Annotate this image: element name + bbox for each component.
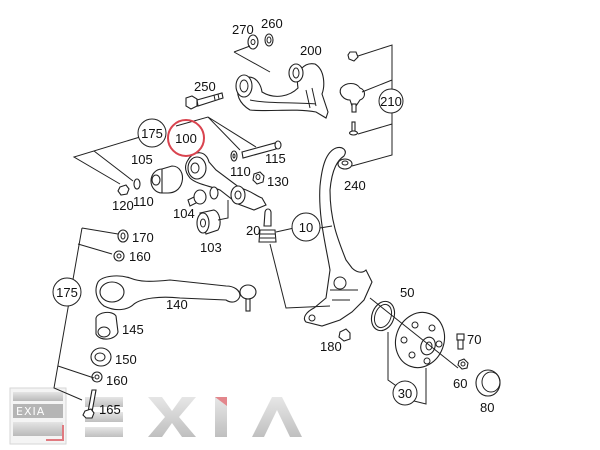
label-20: 20 [246,223,260,238]
label-110-upper: 110 [230,164,251,179]
part-140-control-arm[interactable] [95,275,257,312]
watermark-badge: EXIA [9,387,67,445]
part-165-bolt[interactable] [82,389,97,419]
part-210-ball-joint[interactable] [339,82,366,113]
part-270-washer[interactable] [247,34,259,50]
label-170: 170 [132,230,154,245]
label-180: 180 [320,339,342,354]
part-30-wheel-hub[interactable] [388,305,452,374]
callout-10[interactable]: 10 [291,212,321,242]
callout-175-lower-label: 175 [56,285,78,300]
label-165: 165 [99,402,121,417]
part-80-cap[interactable] [475,369,501,397]
label-115: 115 [265,151,286,166]
watermark-logo [85,397,302,437]
part-160-washer-lower[interactable] [91,371,103,383]
part-180-nut[interactable] [338,328,351,342]
part-20-ball-joint[interactable] [258,208,277,243]
label-200: 200 [300,43,322,58]
part-250-bolt[interactable] [185,92,224,110]
part-50-seal[interactable] [368,298,399,334]
part-210-nut[interactable] [347,51,359,62]
label-105: 105 [131,152,153,167]
label-140: 140 [166,297,188,312]
part-105-bushing[interactable] [150,165,184,194]
label-160-lower: 160 [106,373,128,388]
part-170-bushing[interactable] [117,229,129,243]
label-120: 120 [112,198,134,213]
part-110-washer-upper[interactable] [230,150,238,162]
label-270: 270 [232,22,254,37]
part-210-bolt[interactable] [348,121,359,136]
part-120-nut[interactable] [117,184,130,196]
watermark: EXIA [9,387,302,445]
label-130: 130 [267,174,289,189]
part-100-lower-arm[interactable] [185,152,267,211]
label-104: 104 [173,206,195,221]
part-260-bushing[interactable] [264,33,274,47]
part-240-nut[interactable] [337,158,353,170]
callout-210-label: 210 [380,94,402,109]
watermark-badge-text: EXIA [16,405,45,418]
label-103: 103 [200,240,222,255]
part-70-bolt[interactable] [456,333,465,350]
part-115-bolt[interactable] [241,140,282,159]
callout-30[interactable]: 30 [392,380,418,406]
label-150: 150 [115,352,137,367]
part-160-washer-upper[interactable] [113,250,125,262]
label-50: 50 [400,285,414,300]
label-160-upper: 160 [129,249,151,264]
part-200-upper-control-arm[interactable] [235,63,329,119]
label-145: 145 [122,322,144,337]
callout-100-label: 100 [175,131,197,146]
label-260: 260 [261,16,283,31]
part-104-bushing[interactable] [187,186,219,207]
callout-100-highlighted[interactable]: 100 [167,119,205,157]
label-250: 250 [194,79,216,94]
label-110-lower: 110 [133,194,154,209]
label-70: 70 [467,332,481,347]
callout-30-label: 30 [398,386,412,401]
part-145-bushing[interactable] [95,311,119,340]
label-60: 60 [453,376,467,391]
part-130-nut[interactable] [252,171,265,185]
part-10-steering-knuckle[interactable] [303,146,373,327]
part-150-bushing[interactable] [90,347,112,367]
callout-175-upper-label: 175 [141,126,163,141]
callout-10-label: 10 [299,220,313,235]
label-240: 240 [344,178,366,193]
callout-210[interactable]: 210 [378,88,404,114]
callout-175-upper[interactable]: 175 [137,118,167,148]
part-110-washer-lower[interactable] [133,178,141,190]
callout-175-lower[interactable]: 175 [52,277,82,307]
part-103-bushing[interactable] [196,209,221,235]
part-60-nut[interactable] [457,358,469,370]
label-80: 80 [480,400,494,415]
